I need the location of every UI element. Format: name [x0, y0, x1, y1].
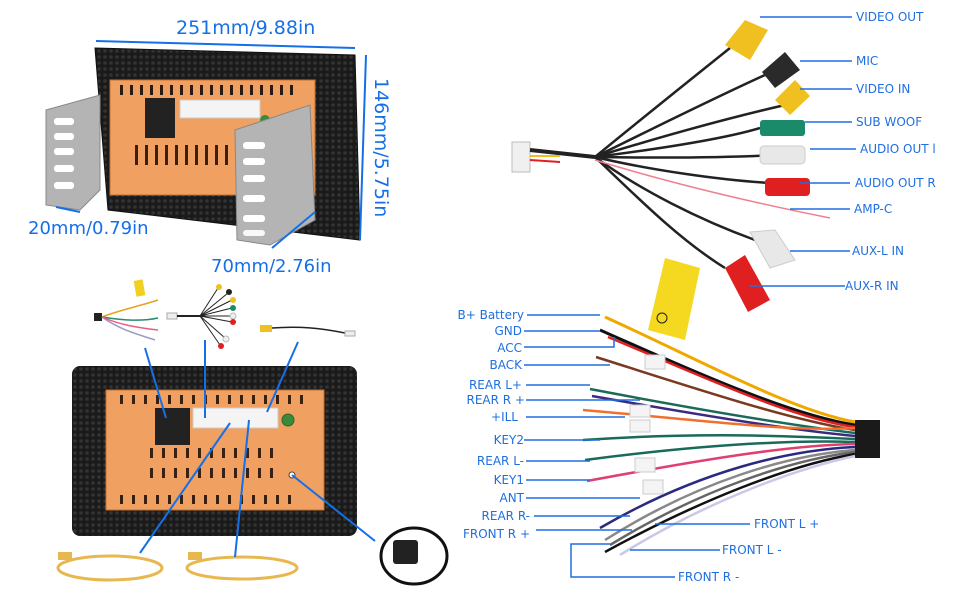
- label-audio-out-l: AUDIO OUT l: [860, 142, 936, 156]
- label-rear-l-plus: REAR L+: [468, 378, 522, 392]
- label-amp-c: AMP-C: [854, 202, 893, 216]
- label-rear-r-minus: REAR R-: [481, 509, 530, 523]
- head-unit-rear: [72, 366, 357, 536]
- dimension-lines: [55, 40, 367, 249]
- label-video-in: VIDEO IN: [856, 82, 911, 96]
- head-unit-3d: [45, 47, 361, 246]
- label-gnd: GND: [494, 324, 522, 338]
- dimension-height: 146mm/5.75in: [370, 78, 392, 218]
- power-harness: [582, 258, 880, 557]
- label-aux-r-in: AUX-R IN: [845, 279, 899, 293]
- label-front-r-minus: FRONT R -: [678, 570, 740, 584]
- harness-pointers: [524, 314, 750, 578]
- label-aux-l-in: AUX-L IN: [852, 244, 904, 258]
- label-front-r-plus: FRONT R +: [462, 527, 530, 541]
- label-key2: KEY2: [493, 433, 524, 447]
- dimension-width: 251mm/9.88in: [176, 17, 316, 39]
- label-front-l-minus: FRONT L -: [722, 543, 782, 557]
- label-key1: KEY1: [493, 473, 524, 487]
- label-rear-r-plus: REAR R +: [466, 393, 526, 407]
- label-b-battery: B+ Battery: [457, 308, 524, 322]
- usb-cable-2: [185, 552, 299, 581]
- label-video-out: VIDEO OUT: [856, 10, 924, 24]
- label-mic: MIC: [856, 54, 879, 68]
- rca-harness: [511, 20, 831, 312]
- label-front-l-plus: FRONT L +: [754, 517, 820, 531]
- label-audio-out-r: AUDIO OUT R: [855, 176, 936, 190]
- dimension-bracket-depth: 20mm/0.79in: [28, 218, 149, 239]
- label-ill: +ILL: [491, 410, 518, 424]
- label-back: BACK: [489, 358, 522, 372]
- rca-pointers: [750, 16, 856, 287]
- camera-cable-thumbnail: [260, 325, 356, 337]
- dimension-depth: 70mm/2.76in: [211, 256, 332, 277]
- rca-harness-thumbnail: [166, 284, 237, 349]
- gps-antenna: [379, 526, 449, 586]
- label-sub-woof: SUB WOOF: [856, 115, 923, 129]
- connector-pointers: [139, 340, 376, 558]
- label-acc: ACC: [497, 341, 522, 355]
- label-rear-l-minus: REAR L-: [476, 454, 524, 468]
- label-ant: ANT: [499, 491, 524, 505]
- usb-cable-1: [56, 552, 164, 582]
- power-harness-thumbnail: [94, 279, 159, 341]
